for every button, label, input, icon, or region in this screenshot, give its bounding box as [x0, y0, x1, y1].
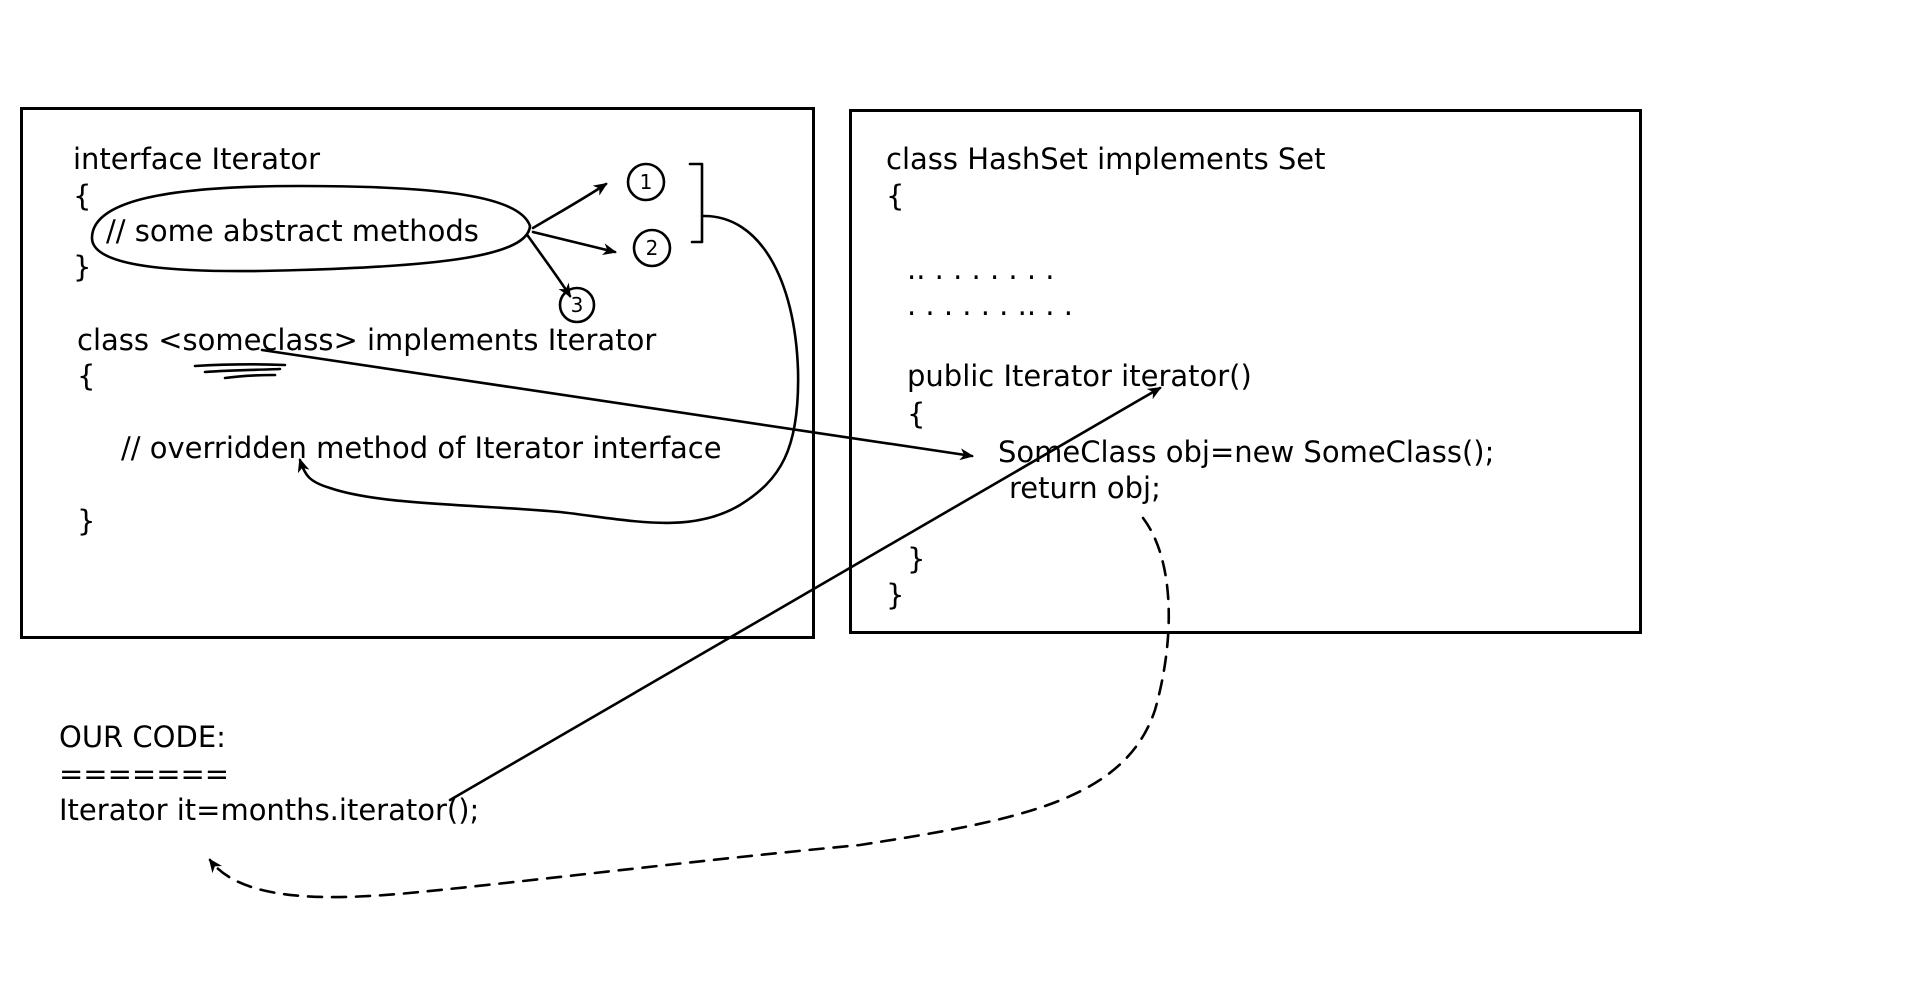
arrow-to-circle-1	[531, 182, 608, 230]
circle-1	[626, 162, 666, 202]
grouping-bracket	[688, 162, 704, 244]
iterator-method-declaration: public Iterator iterator()	[907, 359, 1252, 393]
arrow-to-circle-3	[526, 234, 572, 298]
iterator-method-brace-open: {	[907, 397, 926, 431]
arrow-to-circle-2	[531, 230, 617, 256]
someclass-underline-3	[223, 373, 277, 380]
right-code-box	[849, 109, 1642, 634]
hashset-declaration: class HashSet implements Set	[886, 142, 1326, 176]
someclass-brace-open: {	[77, 359, 96, 393]
circle-2-label: 2	[646, 236, 659, 260]
abstract-methods-ellipse	[90, 184, 532, 273]
someclass-underline	[193, 363, 287, 368]
ellipsis-line-2: . . . . . . .. . .	[907, 288, 1073, 322]
circle-3-label: 3	[571, 293, 584, 317]
return-dashed-path	[208, 516, 1171, 899]
abstract-methods-comment: // some abstract methods	[106, 214, 479, 248]
interface-declaration: interface Iterator	[73, 142, 321, 176]
return-statement: return obj;	[1009, 471, 1161, 505]
left-code-box	[20, 107, 815, 639]
new-someclass-statement: SomeClass obj=new SomeClass();	[998, 435, 1495, 469]
hashset-brace-close: }	[886, 578, 905, 612]
iterator-call-statement: Iterator it=months.iterator();	[59, 793, 480, 827]
bracket-to-override-curve	[297, 214, 800, 525]
someclass-to-new-arrow	[260, 348, 974, 461]
our-code-underline: =======	[59, 757, 230, 791]
circle-3	[558, 286, 596, 324]
ellipsis-line-1: .. . . . . . . .	[907, 252, 1055, 286]
our-code-heading: OUR CODE:	[59, 720, 226, 754]
interface-brace-open: {	[73, 179, 92, 213]
hashset-brace-open: {	[886, 179, 905, 213]
call-to-iterator-method-arrow	[448, 386, 1162, 802]
overridden-method-comment: // overridden method of Iterator interfa…	[121, 431, 722, 465]
someclass-underline-2	[203, 367, 282, 374]
iterator-method-brace-close: }	[907, 542, 926, 576]
interface-brace-close: }	[73, 250, 92, 284]
someclass-declaration: class <someclass> implements Iterator	[77, 323, 657, 357]
circle-1-label: 1	[640, 170, 653, 194]
someclass-brace-close: }	[77, 504, 96, 538]
circle-2	[632, 228, 672, 268]
